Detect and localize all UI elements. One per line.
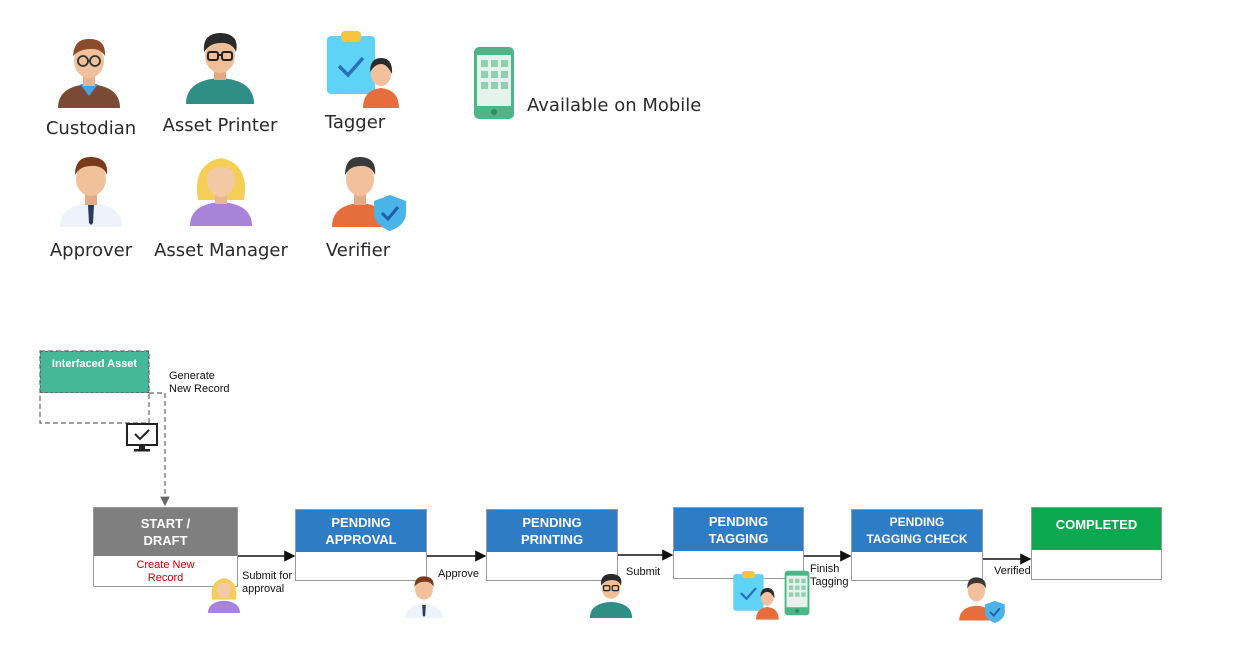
role-label-tagger: Tagger — [324, 112, 386, 133]
stage-pending-approval-title: PENDING APPROVAL — [325, 515, 397, 547]
interfaced-asset-frame — [39, 350, 150, 424]
stage-pending-printing-title: PENDING PRINTING — [520, 515, 584, 547]
transition-submit-for-approval: Submit for approval — [242, 570, 293, 595]
stage-pending-tagging-check-header: PENDING TAGGING CHECK — [852, 510, 982, 552]
stage-completed: COMPLETED — [1031, 507, 1162, 580]
stage-pending-tagging-check-title: PENDING TAGGING CHECK — [866, 515, 968, 546]
stage-pending-tagging-check: PENDING TAGGING CHECK — [851, 509, 983, 581]
asset-printer-icon — [186, 33, 254, 104]
stage-pending-tagging-title: PENDING TAGGING — [708, 513, 769, 546]
generate-new-record-label: Generate New Record — [169, 370, 230, 395]
stage-start-draft-title: START / DRAFT — [140, 516, 191, 548]
interfaced-asset-title: Interfaced Asset — [51, 358, 138, 370]
desktop-monitor-icon — [126, 423, 158, 452]
verifier-small-icon — [959, 577, 1005, 623]
role-label-approver: Approver — [49, 240, 133, 261]
stage-completed-header: COMPLETED — [1032, 508, 1161, 550]
stage-pending-approval: PENDING APPROVAL — [295, 509, 427, 581]
generate-record-connector — [149, 392, 170, 507]
role-label-verifier: Verifier — [325, 240, 391, 261]
mobile-phone-icon — [474, 47, 514, 119]
interfaced-asset-header: Interfaced Asset — [40, 351, 149, 393]
tagger-clipboard-icon — [327, 31, 399, 108]
stage-pending-tagging-header: PENDING TAGGING — [674, 508, 803, 551]
stage-pending-tagging: PENDING TAGGING — [673, 507, 804, 579]
stage-start-draft-note: Create New Record — [136, 559, 195, 584]
transition-approve: Approve — [438, 568, 479, 580]
transition-finish-tagging: Finish Tagging — [810, 563, 849, 588]
role-label-custodian: Custodian — [45, 118, 137, 139]
approver-icon — [60, 156, 122, 227]
stage-start-draft-header: START / DRAFT — [94, 508, 237, 556]
verifier-icon — [332, 156, 406, 231]
mobile-small-icon — [784, 570, 810, 616]
stage-pending-printing: PENDING PRINTING — [486, 509, 618, 581]
stage-pending-printing-header: PENDING PRINTING — [487, 510, 617, 552]
asset-printer-small-icon — [589, 573, 633, 618]
asset-manager-icon — [190, 158, 252, 226]
asset-manager-small-icon — [208, 578, 240, 614]
role-label-asset-manager: Asset Manager — [154, 240, 288, 261]
stage-start-draft: START / DRAFT Create New Record — [93, 507, 238, 587]
stage-completed-title: COMPLETED — [1055, 517, 1138, 532]
tagger-small-icon — [733, 571, 779, 620]
transition-verified: Verified — [994, 565, 1031, 577]
transition-submit: Submit — [626, 566, 661, 578]
role-label-asset-printer: Asset Printer — [162, 115, 278, 136]
stage-pending-approval-header: PENDING APPROVAL — [296, 510, 426, 552]
mobile-availability-label: Available on Mobile — [527, 95, 702, 116]
custodian-icon — [58, 38, 120, 108]
approver-small-icon — [405, 576, 443, 618]
